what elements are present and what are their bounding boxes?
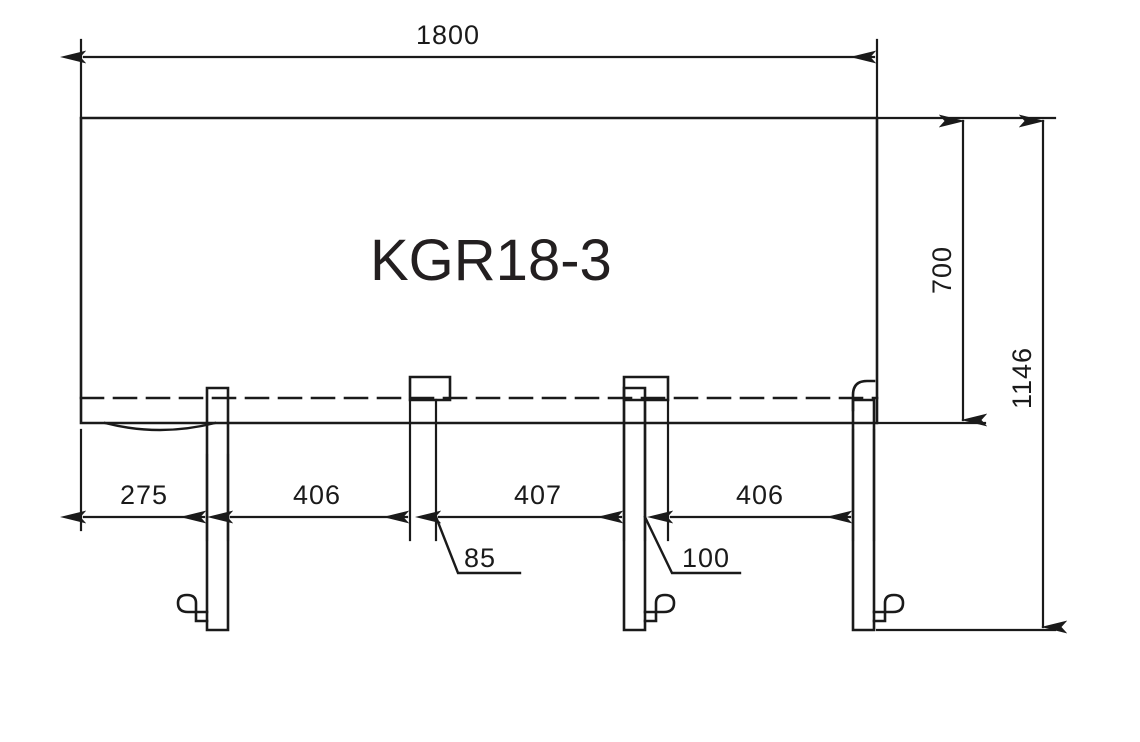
- dim-label-275: 275: [120, 480, 168, 510]
- dim-label-406-b: 406: [736, 480, 784, 510]
- dimension-overall-width: [59, 38, 879, 120]
- callout-label-100: 100: [682, 543, 730, 573]
- leg-right-top-arc: [851, 379, 876, 412]
- leg-left: [176, 386, 230, 632]
- chain-extension-lines: [79, 398, 876, 542]
- leader-85: [434, 515, 522, 575]
- leg-middle-body: [622, 386, 647, 632]
- leg-left-body: [205, 386, 230, 632]
- callout-label-85: 85: [464, 543, 496, 573]
- leg-right-hook-icon: [872, 593, 905, 623]
- bracket-block-2: [408, 375, 452, 402]
- part-label: KGR18-3: [370, 228, 612, 293]
- leg-right-body: [851, 398, 876, 632]
- callout-leaders: [434, 515, 742, 575]
- leg-middle-right: [622, 375, 676, 632]
- dim-label-panel-height: 700: [927, 246, 957, 294]
- dim-label-overall-width: 1800: [416, 20, 480, 50]
- dim-label-406-a: 406: [293, 480, 341, 510]
- dimension-vertical-group: [875, 114, 1068, 634]
- dim-label-overall-height: 1146: [1007, 347, 1037, 409]
- leg-middle-hook-icon: [643, 593, 676, 623]
- leader-100: [643, 515, 742, 575]
- leg-left-hook-icon: [176, 593, 209, 623]
- bracket-middle-left: [408, 375, 452, 402]
- dim-label-407: 407: [514, 480, 562, 510]
- leg-right: [851, 379, 905, 632]
- panel-sag-curve: [103, 421, 217, 432]
